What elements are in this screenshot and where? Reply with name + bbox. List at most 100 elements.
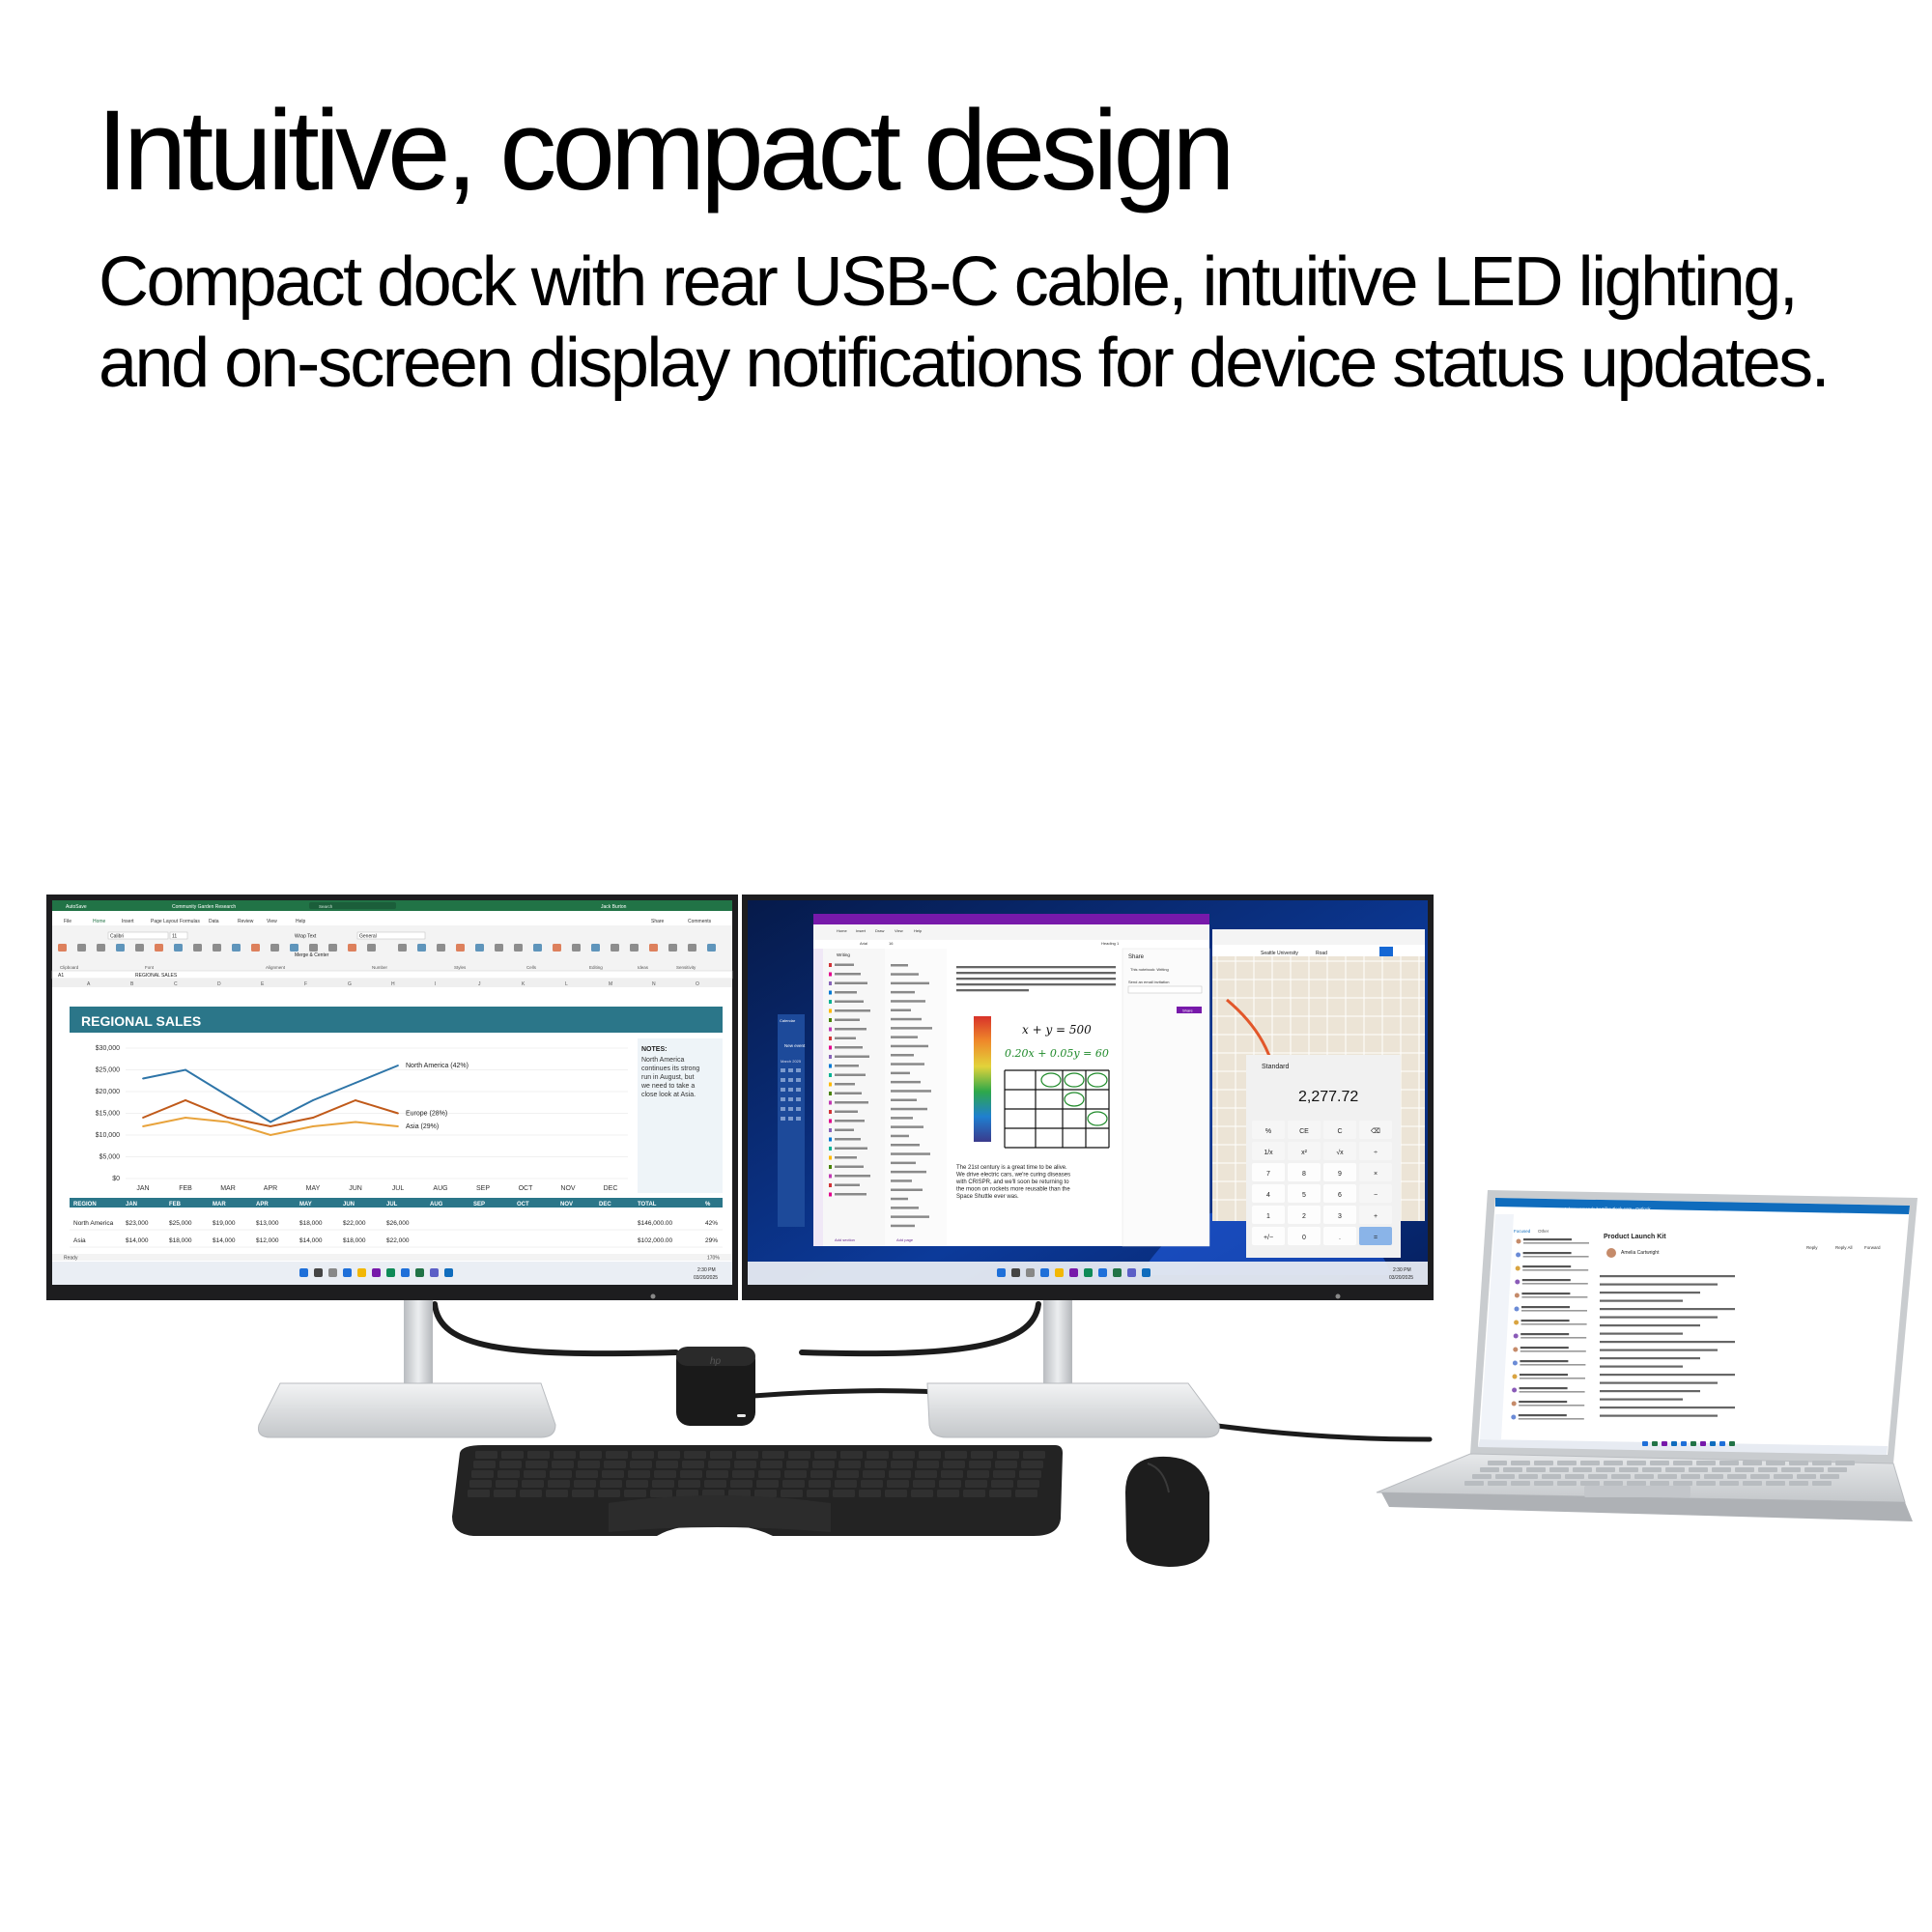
key[interactable] bbox=[702, 1490, 724, 1497]
table-cell[interactable]: $22,000 bbox=[386, 1237, 410, 1244]
key[interactable] bbox=[554, 1451, 576, 1459]
ribbon-tool-icon[interactable] bbox=[174, 944, 183, 952]
new-event-button[interactable]: New event bbox=[784, 1043, 806, 1048]
key[interactable] bbox=[786, 1461, 809, 1468]
laptop-key[interactable] bbox=[1557, 1461, 1577, 1465]
menu-item-view[interactable]: View bbox=[267, 919, 277, 924]
mail-item-line[interactable] bbox=[1520, 1364, 1586, 1366]
table-cell[interactable]: $18,000 bbox=[343, 1237, 366, 1244]
key[interactable] bbox=[917, 1461, 939, 1468]
onenote-font[interactable]: Arial bbox=[860, 941, 867, 946]
key[interactable] bbox=[546, 1490, 568, 1497]
mail-item-line[interactable] bbox=[1520, 1320, 1570, 1322]
menu-item-file[interactable]: File bbox=[64, 919, 71, 924]
laptop-key[interactable] bbox=[1480, 1467, 1499, 1472]
laptop-key[interactable] bbox=[1619, 1467, 1638, 1472]
ribbon-tool-icon[interactable] bbox=[232, 944, 241, 952]
laptop-key[interactable] bbox=[1658, 1474, 1677, 1479]
key[interactable] bbox=[680, 1470, 702, 1478]
calc-key[interactable] bbox=[1323, 1206, 1356, 1224]
key[interactable] bbox=[704, 1480, 726, 1488]
ribbon-tool-icon[interactable] bbox=[155, 944, 163, 952]
laptop-touchpad[interactable] bbox=[1584, 1486, 1690, 1497]
page-item[interactable] bbox=[891, 1098, 917, 1102]
laptop-key[interactable] bbox=[1789, 1461, 1808, 1465]
table-cell[interactable]: $14,000 bbox=[126, 1237, 149, 1244]
mail-item-line[interactable] bbox=[1519, 1401, 1568, 1404]
laptop-key[interactable] bbox=[1665, 1467, 1685, 1472]
ribbon-tool-icon[interactable] bbox=[649, 944, 658, 952]
taskbar-app-icon[interactable] bbox=[357, 1268, 366, 1277]
ribbon-tool-icon[interactable] bbox=[437, 944, 445, 952]
key[interactable] bbox=[730, 1480, 753, 1488]
merge-center-button[interactable]: Merge & Center bbox=[295, 952, 329, 958]
calc-key[interactable] bbox=[1252, 1142, 1285, 1160]
mail-item-line[interactable] bbox=[1522, 1252, 1572, 1255]
page-item[interactable] bbox=[891, 1117, 913, 1120]
laptop-key[interactable] bbox=[1611, 1474, 1631, 1479]
ribbon-tool-icon[interactable] bbox=[417, 944, 426, 952]
laptop-key[interactable] bbox=[1495, 1474, 1515, 1479]
section-item[interactable] bbox=[835, 1092, 862, 1095]
table-cell[interactable]: $102,000.00 bbox=[638, 1237, 673, 1244]
key[interactable] bbox=[835, 1480, 857, 1488]
page-item[interactable] bbox=[891, 1090, 931, 1093]
key[interactable] bbox=[496, 1480, 518, 1488]
page-item[interactable] bbox=[891, 1134, 909, 1138]
mail-item-line[interactable] bbox=[1519, 1387, 1568, 1390]
laptop-taskbar-icon[interactable] bbox=[1729, 1441, 1735, 1446]
ribbon-tool-icon[interactable] bbox=[367, 944, 376, 952]
section-item[interactable] bbox=[835, 1120, 865, 1122]
mail-item-line[interactable] bbox=[1518, 1414, 1567, 1417]
laptop-key[interactable] bbox=[1727, 1474, 1747, 1479]
calc-key[interactable] bbox=[1252, 1121, 1285, 1139]
key[interactable] bbox=[915, 1470, 937, 1478]
laptop-taskbar-icon[interactable] bbox=[1652, 1441, 1658, 1446]
laptop-key[interactable] bbox=[1766, 1461, 1785, 1465]
page-item[interactable] bbox=[891, 1224, 915, 1228]
share-send-button[interactable] bbox=[1177, 1007, 1202, 1013]
calc-key[interactable] bbox=[1323, 1142, 1356, 1160]
key[interactable] bbox=[658, 1451, 680, 1459]
laptop-key[interactable] bbox=[1650, 1461, 1669, 1465]
key[interactable] bbox=[788, 1451, 810, 1459]
table-cell[interactable]: $14,000 bbox=[213, 1237, 236, 1244]
ribbon-tool-icon[interactable] bbox=[116, 944, 125, 952]
laptop-key[interactable] bbox=[1534, 1481, 1553, 1486]
key[interactable] bbox=[937, 1490, 959, 1497]
calc-key[interactable] bbox=[1288, 1121, 1321, 1139]
taskbar-app-icon[interactable] bbox=[1011, 1268, 1020, 1277]
ribbon-tool-icon[interactable] bbox=[611, 944, 619, 952]
laptop-key[interactable] bbox=[1488, 1481, 1507, 1486]
key[interactable] bbox=[578, 1461, 600, 1468]
menu-item-home[interactable]: Home bbox=[93, 919, 106, 924]
calc-key[interactable] bbox=[1252, 1227, 1285, 1245]
laptop-key[interactable] bbox=[1835, 1461, 1855, 1465]
calc-key[interactable] bbox=[1288, 1206, 1321, 1224]
key[interactable] bbox=[965, 1480, 987, 1488]
laptop-key[interactable] bbox=[1673, 1481, 1692, 1486]
calc-key[interactable] bbox=[1288, 1184, 1321, 1203]
key[interactable] bbox=[682, 1461, 704, 1468]
onenote-tab[interactable]: Home bbox=[837, 928, 847, 933]
menu-item-page-layout[interactable]: Page Layout bbox=[151, 919, 179, 924]
ribbon-tool-icon[interactable] bbox=[475, 944, 484, 952]
section-item[interactable] bbox=[835, 1110, 858, 1114]
section-item[interactable] bbox=[835, 1156, 857, 1159]
calendar-day[interactable] bbox=[796, 1107, 801, 1111]
section-item[interactable] bbox=[835, 1037, 856, 1040]
laptop-taskbar-icon[interactable] bbox=[1719, 1441, 1725, 1446]
taskbar-app-icon[interactable] bbox=[430, 1268, 439, 1277]
taskbar-app-icon[interactable] bbox=[386, 1268, 395, 1277]
laptop-taskbar-icon[interactable] bbox=[1690, 1441, 1696, 1446]
laptop-key[interactable] bbox=[1464, 1481, 1484, 1486]
calc-key[interactable] bbox=[1323, 1227, 1356, 1245]
cell-reference[interactable]: A1 bbox=[58, 973, 64, 979]
key[interactable] bbox=[626, 1480, 648, 1488]
calc-key[interactable] bbox=[1288, 1163, 1321, 1181]
laptop-key[interactable] bbox=[1712, 1467, 1731, 1472]
laptop-key[interactable] bbox=[1557, 1481, 1577, 1486]
table-cell[interactable]: $12,000 bbox=[256, 1237, 279, 1244]
taskbar-app-icon[interactable] bbox=[1113, 1268, 1122, 1277]
laptop-key[interactable] bbox=[1797, 1474, 1816, 1479]
